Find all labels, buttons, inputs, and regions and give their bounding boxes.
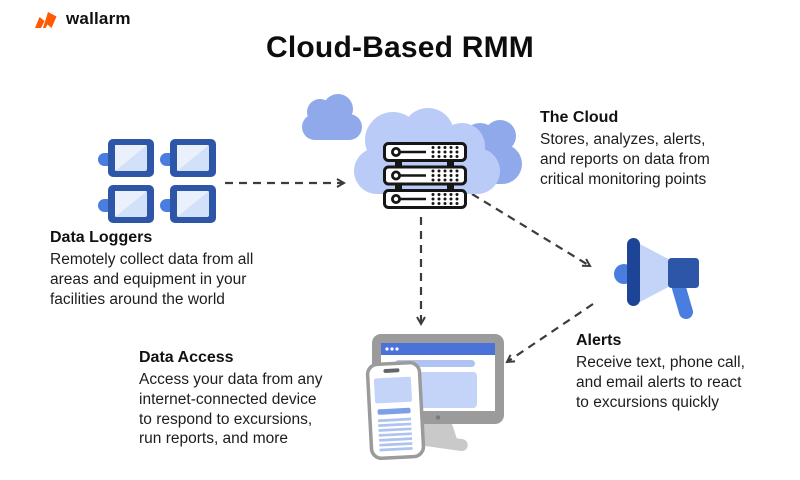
section-data-access: Data Access Access your data from any in… (139, 349, 359, 449)
megaphone-icon (614, 238, 699, 319)
smartphone-icon (365, 360, 426, 461)
small-cloud-left-icon (302, 94, 362, 140)
the-cloud-title: The Cloud (540, 109, 619, 126)
section-data-loggers: Data Loggers Remotely collect data from … (50, 229, 290, 309)
the-cloud-description: Stores, analyzes, alerts, and reports on… (540, 131, 710, 188)
data-logger-icon (98, 185, 154, 223)
page-title: Cloud-Based RMM (266, 31, 534, 64)
wallarm-logo-icon (35, 12, 57, 28)
wallarm-logo: wallarm (34, 9, 131, 29)
arrow-alerts-to-dataaccess (505, 303, 594, 364)
cloud-with-servers-icon (302, 94, 522, 209)
data-loggers-title: Data Loggers (50, 229, 153, 246)
data-logger-icon (160, 139, 216, 177)
data-access-description: Access your data from any internet-conne… (139, 371, 323, 448)
data-logger-icon (160, 185, 216, 223)
section-alerts: Alerts Receive text, phone call, and ema… (576, 332, 786, 412)
section-the-cloud: The Cloud Stores, analyzes, alerts, and … (540, 109, 750, 189)
data-access-title: Data Access (139, 349, 234, 366)
desktop-and-phone-icon (365, 334, 504, 461)
data-loggers-description: Remotely collect data from all areas and… (50, 251, 254, 308)
data-logger-icon (98, 139, 154, 177)
alerts-title: Alerts (576, 332, 622, 349)
arrow-cloud-to-alerts (471, 193, 592, 268)
server-rack-icon (383, 142, 467, 209)
alerts-description: Receive text, phone call, and email aler… (576, 354, 745, 411)
data-loggers-icon-grid (98, 139, 216, 223)
wallarm-logo-text: wallarm (66, 9, 131, 28)
